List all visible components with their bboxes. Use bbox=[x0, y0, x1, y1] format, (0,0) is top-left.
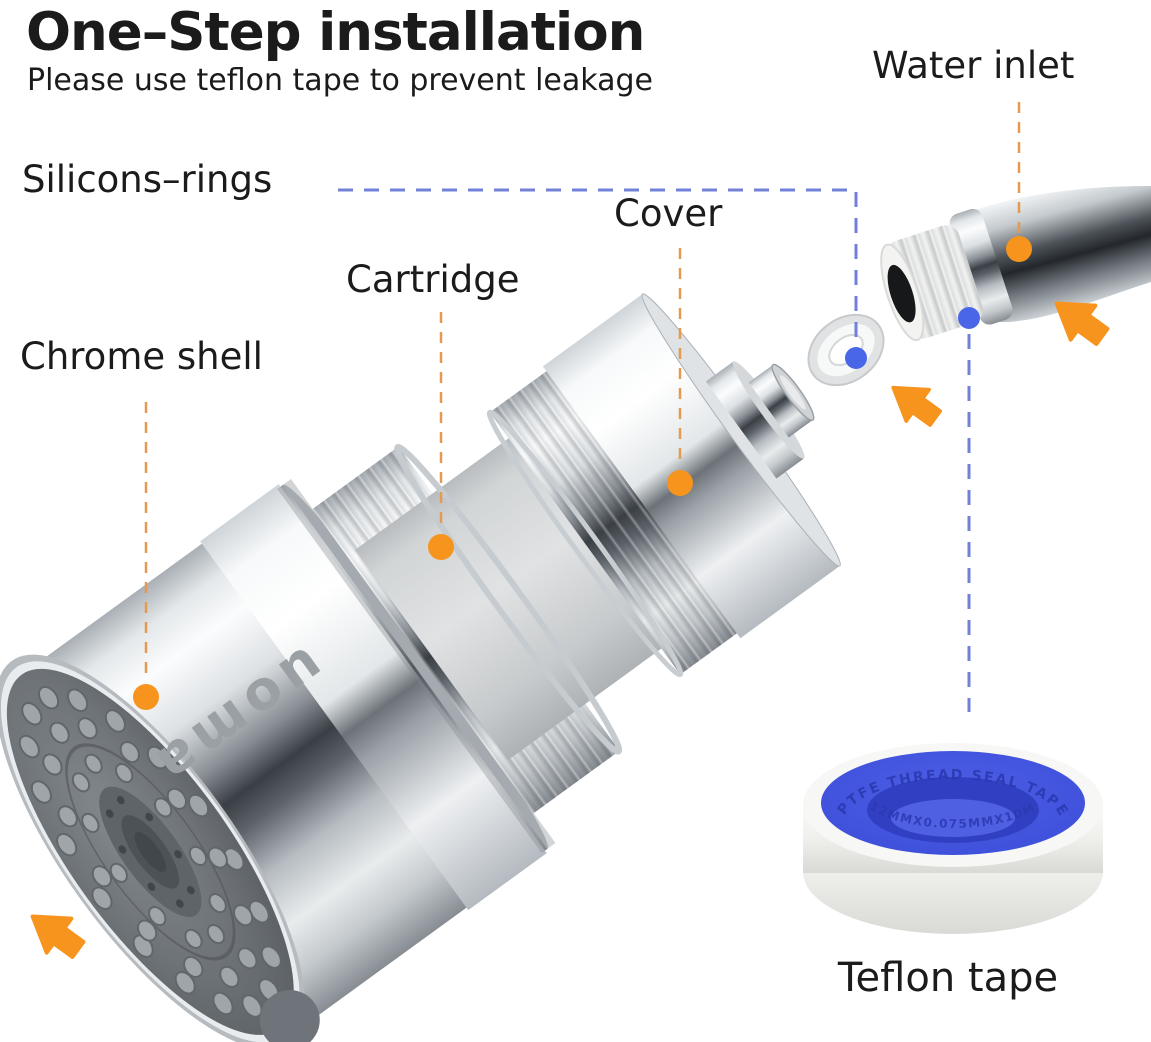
shell-groove bbox=[277, 478, 556, 854]
label-teflon-tape: Teflon tape bbox=[837, 955, 1059, 1001]
shower-arm-pipe bbox=[880, 186, 1151, 342]
filter-assembly: uoma bbox=[0, 293, 841, 1042]
chrome-shell-body bbox=[44, 484, 548, 1023]
label-silicons-rings: Silicons–rings bbox=[22, 158, 273, 201]
cover-body bbox=[542, 294, 840, 639]
page-subtitle: Please use teflon tape to prevent leakag… bbox=[27, 63, 653, 98]
pipe-body bbox=[962, 186, 1151, 323]
blue-leader-lines bbox=[338, 188, 971, 712]
water-inlet-dot bbox=[1006, 236, 1032, 262]
teflon-tape-roll: PTFE THREAD SEAL TAPE 12MMX0.075MMX10M bbox=[803, 743, 1103, 934]
label-chrome-shell: Chrome shell bbox=[20, 335, 263, 378]
pipe-threaded-end bbox=[880, 208, 1013, 342]
spray-face bbox=[0, 654, 305, 1042]
label-cover: Cover bbox=[614, 192, 723, 235]
chrome-shell-dot bbox=[133, 684, 159, 710]
outlet-tip-inner bbox=[780, 375, 806, 410]
silicone-ring-dot bbox=[845, 347, 867, 369]
cover-thread-ridges bbox=[489, 365, 745, 675]
cover-dot bbox=[667, 470, 693, 496]
label-water-inlet: Water inlet bbox=[872, 44, 1075, 87]
collar-rim-arc bbox=[394, 443, 623, 755]
cover-rim-arc bbox=[486, 409, 684, 678]
cartridge-dot bbox=[428, 534, 454, 560]
mode-lever-tab bbox=[259, 990, 320, 1042]
page-title: One–Step installation bbox=[26, 2, 645, 63]
blue-marker-dots bbox=[845, 307, 980, 369]
tape-hole-floor bbox=[891, 799, 1015, 837]
arrow-shower-head bbox=[18, 897, 93, 969]
label-cartridge: Cartridge bbox=[346, 258, 520, 301]
orange-marker-dots bbox=[133, 236, 1032, 710]
pipe-collar bbox=[949, 208, 1013, 325]
face-center-hole bbox=[134, 831, 166, 872]
face-nozzles bbox=[18, 685, 282, 1018]
shell-ring-band bbox=[200, 484, 547, 911]
arrow-ring bbox=[879, 370, 949, 436]
pipe-hole bbox=[887, 264, 916, 323]
outlet-nozzle bbox=[748, 364, 813, 438]
outlet-step bbox=[705, 361, 804, 479]
pipe-thread-dot bbox=[958, 307, 980, 329]
silicone-ring bbox=[807, 313, 885, 387]
orange-leader-lines bbox=[144, 102, 1021, 681]
